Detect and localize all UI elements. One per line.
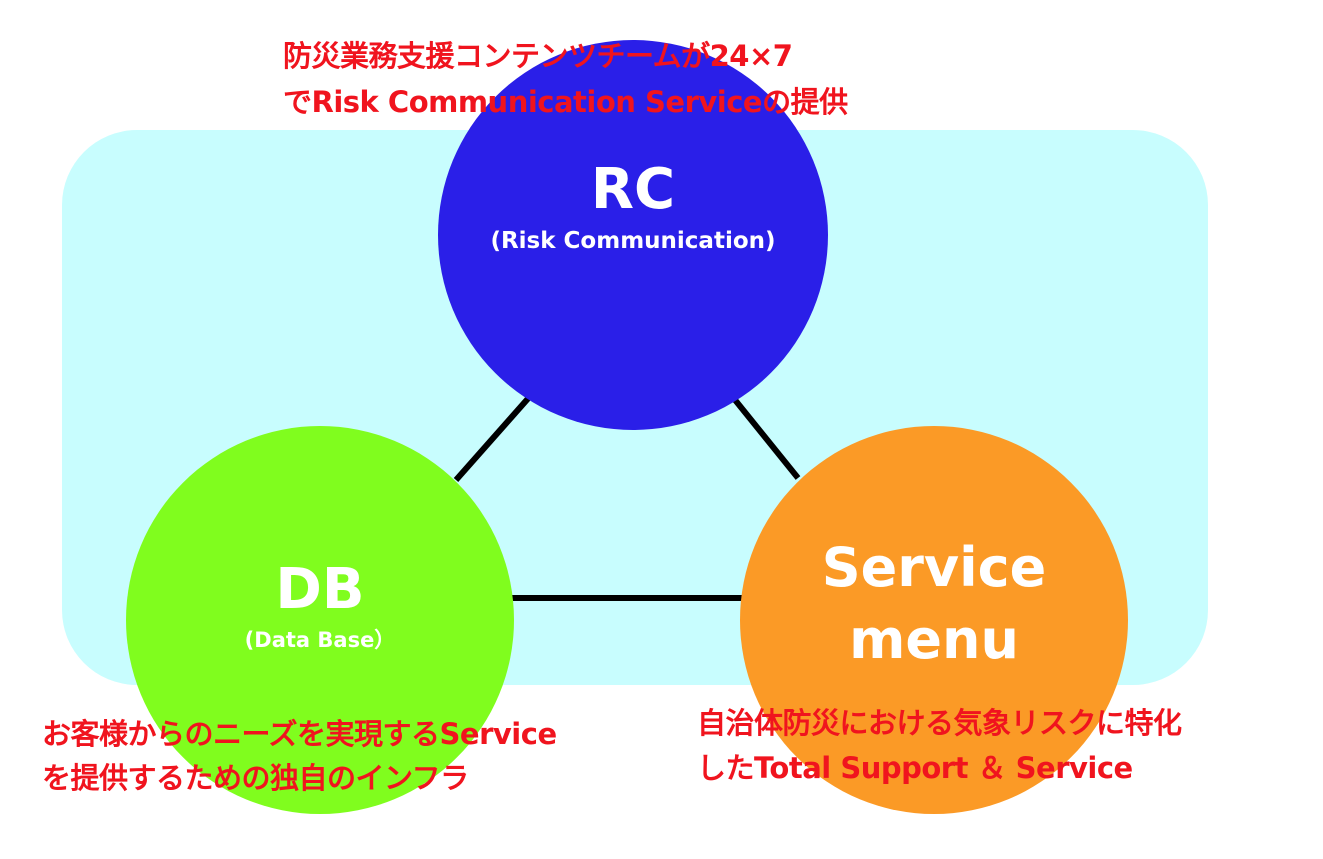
node-rc-circle xyxy=(438,40,828,430)
annotation-rc-line1: 防災業務支援コンテンツチームが24×7 xyxy=(283,39,793,73)
annotation-db-line2: を提供するための独自のインフラ xyxy=(42,761,469,795)
annotation-service-line2: したTotal Support ＆ Service xyxy=(697,751,1133,785)
node-service-title-line2: menu xyxy=(849,608,1019,671)
node-service-title-line1: Service xyxy=(821,536,1047,599)
annotation-db-line1: お客様からのニーズを実現するService xyxy=(42,717,557,751)
annotation-rc-line2: でRisk Communication Serviceの提供 xyxy=(283,85,848,119)
node-rc-title: RC xyxy=(590,157,676,222)
annotation-service-line1: 自治体防災における気象リスクに特化 xyxy=(697,706,1182,740)
node-db-title: DB xyxy=(275,557,365,622)
node-db-circle xyxy=(126,426,514,814)
node-db-subtitle: (Data Base） xyxy=(244,628,396,652)
connector-rc-db xyxy=(453,383,543,482)
node-rc-subtitle: (Risk Communication) xyxy=(490,228,776,254)
node-service-circle xyxy=(740,426,1128,814)
